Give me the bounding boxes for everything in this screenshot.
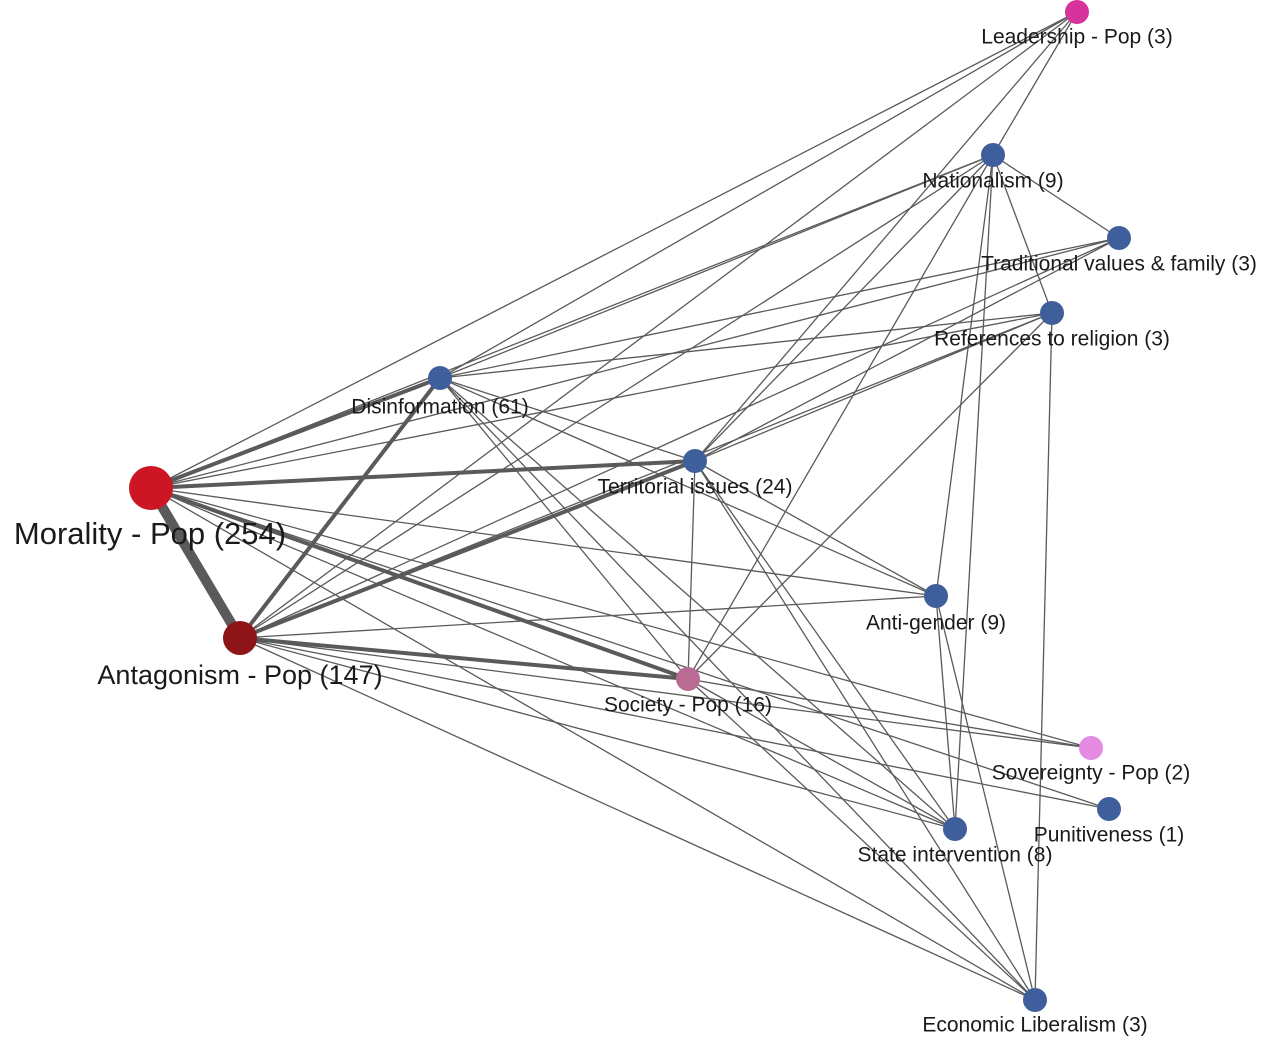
edge-morality-traditional xyxy=(150,237,1120,489)
edge-nationalism-religion xyxy=(992,154,1053,314)
node-label-nationalism: Nationalism (9) xyxy=(922,170,1063,193)
node-label-punitiveness: Punitiveness (1) xyxy=(1034,824,1185,847)
node-religion xyxy=(1040,301,1064,325)
node-label-disinformation: Disinformation (61) xyxy=(351,396,528,419)
node-label-territorial: Territorial issues (24) xyxy=(598,476,793,499)
node-antigender xyxy=(924,584,948,608)
node-sovereignty xyxy=(1079,736,1103,760)
node-label-state: State intervention (8) xyxy=(858,844,1053,867)
edge-territorial-antigender xyxy=(694,460,937,597)
edge-disinformation-territorial xyxy=(439,377,696,462)
edge-morality-nationalism xyxy=(150,154,994,489)
edge-territorial-economic xyxy=(694,460,1036,1001)
node-traditional xyxy=(1107,226,1131,250)
edge-antagonism-nationalism xyxy=(239,154,994,639)
edge-society-economic xyxy=(687,678,1036,1001)
edge-antagonism-sovereignty xyxy=(239,637,1092,749)
edge-territorial-religion xyxy=(694,312,1053,462)
node-label-morality: Morality - Pop (254) xyxy=(14,516,286,551)
edge-religion-economic xyxy=(1034,312,1053,1001)
edge-disinformation-economic xyxy=(439,377,1036,1001)
node-label-traditional: Traditional values & family (3) xyxy=(981,253,1257,276)
edge-antagonism-disinformation xyxy=(238,376,442,640)
edge-morality-state xyxy=(150,487,956,830)
node-punitiveness xyxy=(1097,797,1121,821)
edge-morality-disinformation xyxy=(150,376,441,490)
edge-morality-antigender xyxy=(150,487,937,597)
edge-nationalism-antigender xyxy=(935,154,994,597)
edges-layer xyxy=(146,11,1120,1001)
node-morality xyxy=(129,466,173,510)
edge-territorial-leadership xyxy=(694,11,1078,462)
edge-morality-economic xyxy=(150,487,1036,1001)
edge-territorial-society xyxy=(687,460,696,680)
edge-nationalism-traditional xyxy=(992,154,1120,239)
edge-nationalism-society xyxy=(687,154,994,680)
edge-antigender-economic xyxy=(935,595,1036,1001)
edge-antagonism-antigender xyxy=(239,595,937,639)
edge-disinformation-society xyxy=(439,377,689,680)
edge-territorial-nationalism xyxy=(694,154,994,462)
edge-religion-society xyxy=(687,312,1053,680)
node-label-antagonism: Antagonism - Pop (147) xyxy=(97,660,382,690)
edge-antagonism-economic xyxy=(239,637,1036,1001)
node-label-religion: References to religion (3) xyxy=(934,328,1170,351)
nodes-layer xyxy=(129,0,1131,1012)
edge-society-sovereignty xyxy=(687,678,1092,749)
node-state xyxy=(943,817,967,841)
edge-antagonism-religion xyxy=(239,312,1053,639)
edge-antagonism-state xyxy=(239,637,956,830)
node-territorial xyxy=(683,449,707,473)
node-label-leadership: Leadership - Pop (3) xyxy=(981,26,1172,49)
edge-morality-territorial xyxy=(150,459,696,490)
node-label-sovereignty: Sovereignty - Pop (2) xyxy=(992,762,1190,785)
edge-disinformation-religion xyxy=(439,312,1053,379)
edge-disinformation-leadership xyxy=(439,11,1078,379)
node-label-economic: Economic Liberalism (3) xyxy=(922,1014,1147,1037)
edge-disinformation-nationalism xyxy=(439,154,994,379)
edge-morality-leadership xyxy=(150,11,1078,489)
node-disinformation xyxy=(428,366,452,390)
edge-antagonism-leadership xyxy=(239,11,1078,639)
node-leadership xyxy=(1065,0,1089,24)
node-label-society: Society - Pop (16) xyxy=(604,694,772,717)
node-label-antigender: Anti-gender (9) xyxy=(866,612,1006,635)
edge-morality-religion xyxy=(150,312,1053,489)
edge-disinformation-state xyxy=(439,377,956,830)
edge-morality-sovereignty xyxy=(150,487,1092,749)
node-society xyxy=(676,667,700,691)
labels-layer: Morality - Pop (254) Antagonism - Pop (14… xyxy=(14,26,1257,1037)
edge-nationalism-state xyxy=(954,154,994,830)
node-antagonism xyxy=(223,621,257,655)
edge-antigender-state xyxy=(935,595,956,830)
edge-society-state xyxy=(687,678,956,830)
edge-antagonism-territorial xyxy=(239,459,696,640)
node-economic xyxy=(1023,988,1047,1012)
edge-morality-society xyxy=(150,486,689,681)
edge-disinformation-traditional xyxy=(439,237,1120,379)
edge-territorial-state xyxy=(694,460,956,830)
edge-disinformation-antigender xyxy=(439,377,937,597)
node-nationalism xyxy=(981,143,1005,167)
edge-nationalism-leadership xyxy=(992,11,1078,156)
edge-morality-antagonism xyxy=(146,485,245,641)
edge-antagonism-society xyxy=(239,636,689,681)
edge-territorial-traditional xyxy=(694,237,1120,462)
edge-antagonism-punitiveness xyxy=(239,637,1110,810)
edge-antagonism-traditional xyxy=(239,237,1120,639)
